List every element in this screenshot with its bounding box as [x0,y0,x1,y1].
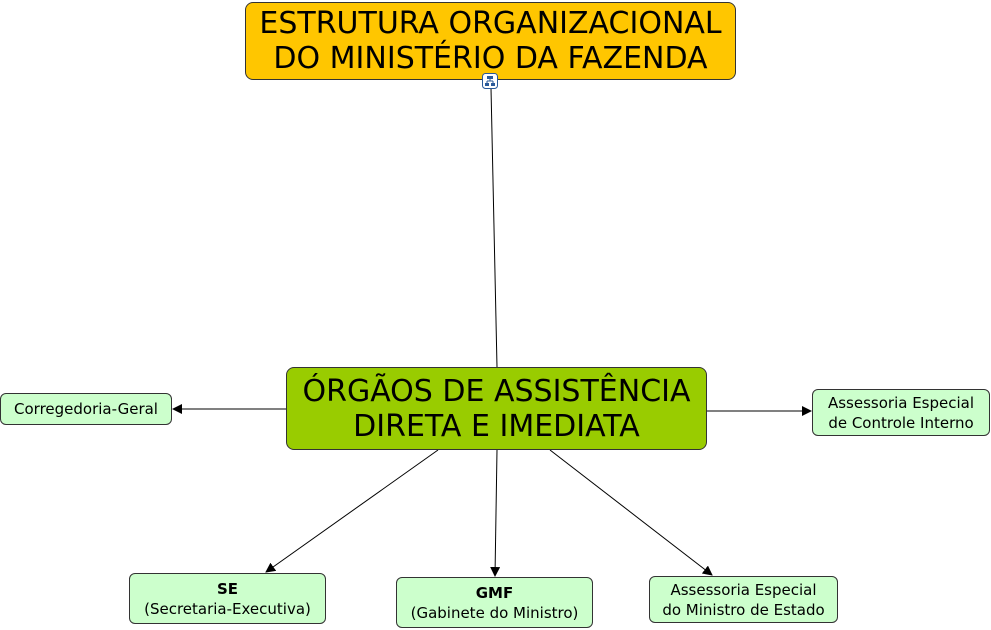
center-node[interactable]: ÓRGÃOS DE ASSISTÊNCIA DIRETA E IMEDIATA [286,367,707,450]
node-se-full: (Secretaria-Executiva) [144,599,311,618]
node-assessoria-ministro-estado[interactable]: Assessoria Especial do Ministro de Estad… [649,576,838,623]
node-aeme-line2: do Ministro de Estado [662,600,825,619]
node-gmf-full: (Gabinete do Ministro) [410,603,579,622]
arrow-aeme [549,449,713,576]
arrow-gmf [490,449,501,577]
concept-map-icon[interactable] [482,73,498,89]
node-secretaria-executiva[interactable]: SE (Secretaria-Executiva) [129,573,326,624]
node-corregedoria-label: Corregedoria-Geral [14,400,158,418]
root-node[interactable]: ESTRUTURA ORGANIZACIONAL DO MINISTÉRIO D… [245,2,736,80]
node-aeme-line1: Assessoria Especial [670,580,817,599]
node-se-abbr: SE [216,579,239,598]
node-gmf-abbr: GMF [475,583,514,602]
center-title-line2: DIRETA E IMEDIATA [353,408,640,444]
node-corregedoria[interactable]: Corregedoria-Geral [0,393,172,425]
node-assessoria-controle-interno[interactable]: Assessoria Especial de Controle Interno [812,389,990,436]
root-title-line1: ESTRUTURA ORGANIZACIONAL [259,6,722,41]
link-root-center [490,87,498,368]
node-gabinete-ministro[interactable]: GMF (Gabinete do Ministro) [396,577,593,628]
root-title-line2: DO MINISTÉRIO DA FAZENDA [273,41,708,76]
center-title-line1: ÓRGÃOS DE ASSISTÊNCIA [302,373,691,409]
node-aeci-line2: de Controle Interno [828,413,974,432]
arrow-se [265,449,439,573]
node-aeci-line1: Assessoria Especial [827,393,975,412]
